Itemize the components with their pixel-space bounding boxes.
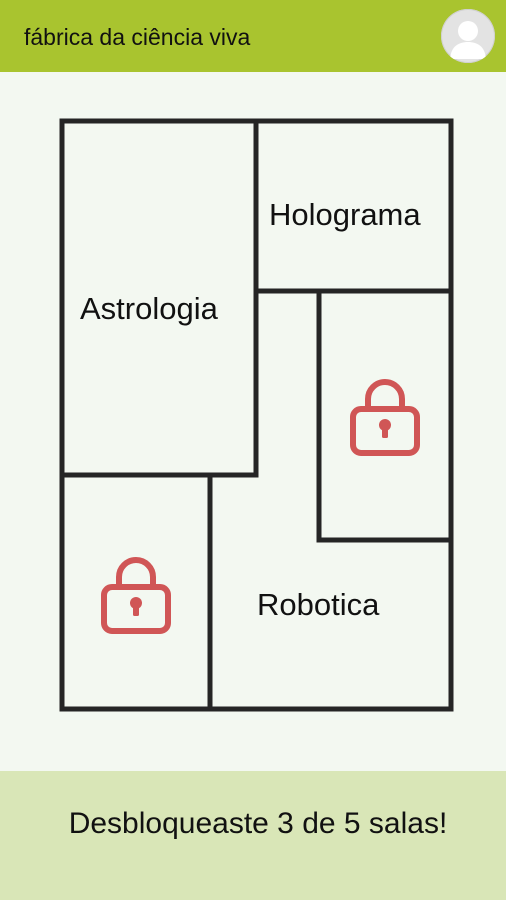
room-label-robotica: Robotica <box>257 587 380 622</box>
floor-plan-walls <box>59 118 454 712</box>
progress-text: Desbloqueaste 3 de 5 salas! <box>68 807 448 840</box>
user-avatar-icon[interactable] <box>441 9 495 63</box>
padlock-icon <box>350 379 420 456</box>
app-header: fábrica da ciência viva <box>0 0 506 72</box>
room-label-holograma: Holograma <box>269 197 421 232</box>
floor-plan: Astrologia Holograma Robotica <box>59 118 454 712</box>
room-label-astrologia: Astrologia <box>80 291 218 326</box>
room-robotica[interactable] <box>212 542 449 707</box>
padlock-icon <box>101 557 171 634</box>
progress-footer: Desbloqueaste 3 de 5 salas! <box>0 771 506 900</box>
app-title: fábrica da ciência viva <box>24 24 251 50</box>
